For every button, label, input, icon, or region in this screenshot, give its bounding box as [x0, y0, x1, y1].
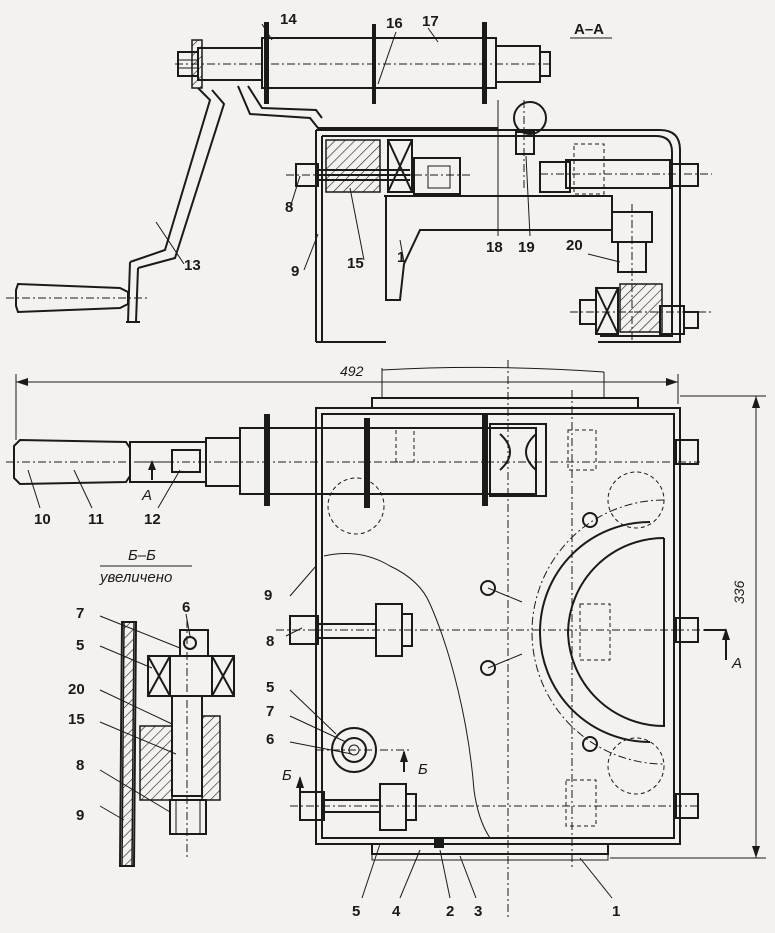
cut-mark-b-right: Б — [418, 761, 428, 778]
callout-1-main: 1 — [612, 903, 620, 920]
section-bb-view: Б–Б увеличено 7 6 5 20 15 — [68, 547, 235, 867]
callout-4: 4 — [392, 903, 401, 920]
callout-10: 10 — [34, 511, 51, 528]
callout-8: 8 — [285, 199, 293, 216]
callout-5-main: 5 — [266, 679, 274, 696]
callout-17: 17 — [422, 13, 439, 30]
callout-15: 15 — [347, 255, 364, 272]
section-bb-title: Б–Б — [128, 547, 156, 564]
callout-20-bb: 20 — [68, 681, 85, 698]
callout-6-main: 6 — [266, 731, 274, 748]
callout-2: 2 — [446, 903, 454, 920]
callout-5-bottom: 5 — [352, 903, 360, 920]
cut-mark-a-top: А — [141, 487, 152, 504]
callout-1: 1 — [397, 249, 405, 266]
callout-5-bb: 5 — [76, 637, 84, 654]
callout-12: 12 — [144, 511, 161, 528]
section-bb-note: увеличено — [99, 569, 172, 586]
callout-7-main: 7 — [266, 703, 274, 720]
callout-9-bb: 9 — [76, 807, 84, 824]
cut-mark-b-left: Б — [282, 767, 292, 784]
dimension-height: 336 — [731, 580, 747, 604]
callout-8-main: 8 — [266, 633, 274, 650]
callout-16: 16 — [386, 15, 403, 32]
callout-3: 3 — [474, 903, 482, 920]
callout-20: 20 — [566, 237, 583, 254]
callout-15-bb: 15 — [68, 711, 85, 728]
callout-8-bb: 8 — [76, 757, 84, 774]
callout-14: 14 — [280, 11, 297, 28]
callout-18: 18 — [486, 239, 503, 256]
dimension-width: 492 — [340, 363, 364, 379]
section-aa-view: А–А — [6, 11, 712, 343]
callout-7-bb: 7 — [76, 605, 84, 622]
callout-6-bb: 6 — [182, 599, 190, 616]
main-view: 492 336 — [6, 360, 766, 920]
callout-9-main: 9 — [264, 587, 272, 604]
cut-mark-a-right: А — [731, 655, 742, 672]
callout-13: 13 — [184, 257, 201, 274]
callout-9: 9 — [291, 263, 299, 280]
callout-11: 11 — [88, 511, 104, 528]
callout-19: 19 — [518, 239, 535, 256]
section-aa-title: А–А — [574, 21, 604, 38]
